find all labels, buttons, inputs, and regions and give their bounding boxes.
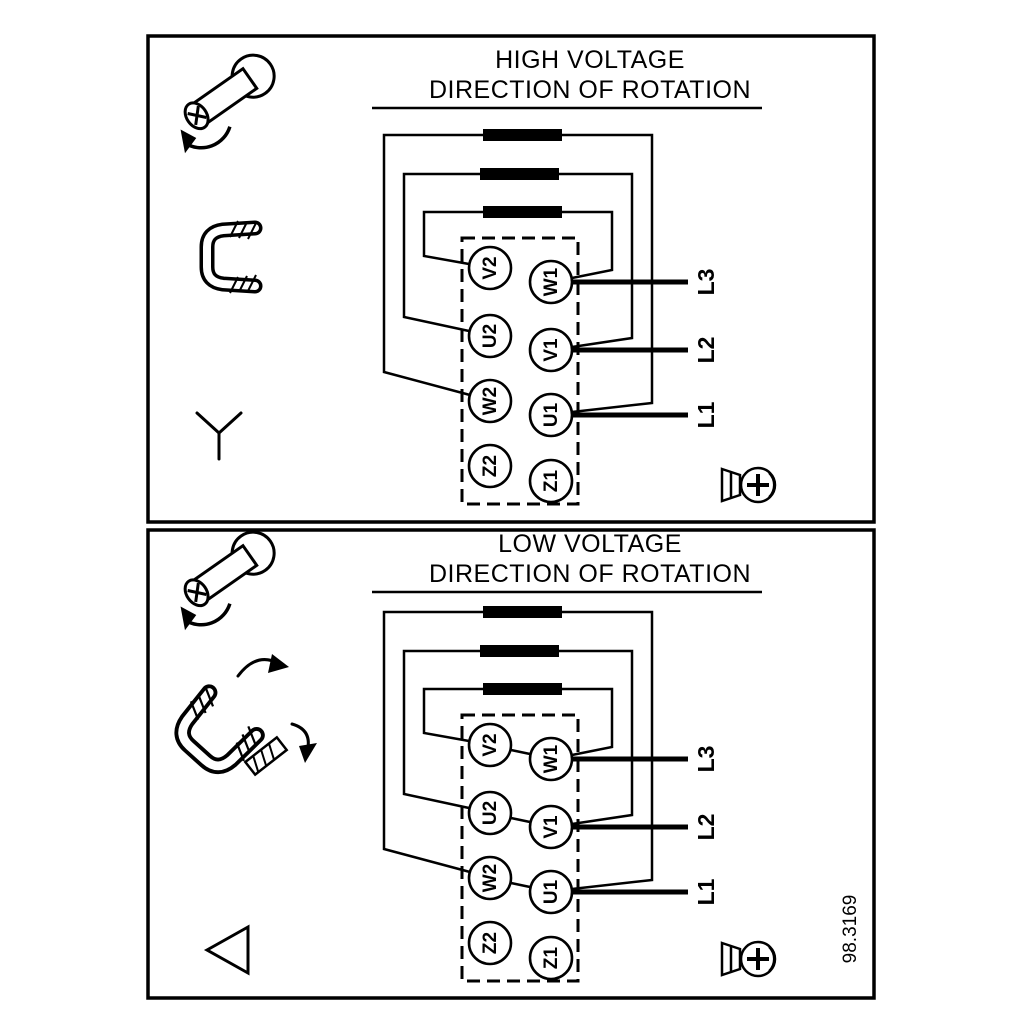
panel-title-line2: DIRECTION OF ROTATION: [429, 76, 751, 104]
delta-symbol-icon: [203, 924, 250, 976]
star-symbol-icon: [195, 411, 243, 461]
rotate-arrowhead-top: [268, 654, 289, 673]
panel-title-line2: DIRECTION OF ROTATION: [429, 560, 751, 588]
panel-high-voltage: HIGH VOLTAGE DIRECTION OF ROTATION: [146, 34, 876, 524]
panel-title-line1: HIGH VOLTAGE: [495, 46, 685, 74]
reference-number: 98.3169: [840, 895, 861, 964]
terminal-screw-icon: [720, 466, 777, 504]
rotate-arrowhead-right: [299, 743, 317, 763]
panel-border-high: [146, 34, 876, 524]
terminal-screw-icon: [720, 940, 777, 978]
delta-links: [510, 748, 531, 889]
panel-low-voltage: LOW VOLTAGE DIRECTION OF ROTATION: [146, 522, 876, 1000]
jumper-reposition-icon: [168, 654, 317, 780]
panel-title-line1: LOW VOLTAGE: [498, 530, 682, 558]
